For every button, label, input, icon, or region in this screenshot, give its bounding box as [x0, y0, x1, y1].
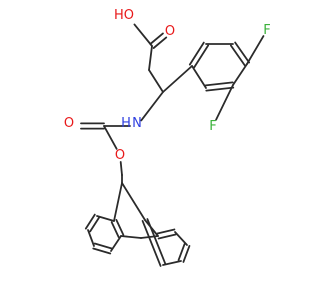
bond-layer [80, 23, 265, 267]
bond-a3-a4 [87, 229, 95, 247]
bond-a5-a6 [110, 235, 122, 252]
bond-a21-a22 [148, 69, 164, 93]
nitrogen-label: N [132, 116, 142, 131]
bond-a6-a7 [120, 235, 142, 239]
bond-a31-a32-line-1 [204, 81, 234, 87]
bond-a10-a11-line-2 [182, 245, 191, 263]
acid-carbonyl-oxygen-label: O [165, 24, 175, 39]
bond-a9-a10 [174, 231, 188, 246]
nitrogen-hydrogen-label: H [121, 116, 131, 131]
bond-a2-a3-line-1 [84, 213, 96, 230]
bond-a21-a26 [162, 65, 193, 93]
bond-a28-a29-line-1 [229, 44, 246, 67]
bond-a8-a9-line-2 [156, 228, 176, 235]
bond-a31-a32-line-2 [205, 86, 235, 92]
bond-a10-a11-line-1 [177, 243, 186, 261]
bond-a28-a29-line-2 [234, 41, 251, 64]
bond-a23-a24-line-1 [152, 36, 168, 49]
carbamate-ester-oxygen-label: O [115, 148, 125, 163]
bond-a32-a26 [191, 65, 207, 89]
bond-a23-a25 [133, 23, 153, 47]
bond-a4-a5-line-2 [93, 242, 113, 250]
ortho-fluorine-label: F [209, 119, 216, 134]
bond-a29-a30 [246, 35, 265, 65]
bond-a6-a1-line-2 [110, 221, 120, 238]
bond-a26-a27-line-1 [193, 44, 210, 69]
bond-a6-a1-line-1 [115, 219, 125, 236]
bond-a17-a18 [103, 125, 118, 150]
bond-a16-a17 [119, 161, 123, 176]
bond-a22-a23 [148, 45, 153, 71]
bond-a4-a5-line-1 [92, 247, 112, 255]
bond-a31-a33 [215, 84, 234, 121]
molecule-structure: HO O N H O O F F [64, 8, 271, 267]
carbamate-carbonyl-oxygen-label: O [64, 116, 74, 131]
bond-a23-a24-line-2 [149, 32, 164, 45]
bond-a13-a8 [144, 219, 159, 237]
bond-a20-a21 [140, 91, 164, 122]
para-fluorine-label: F [263, 23, 270, 38]
bond-a13-a14 [121, 182, 146, 221]
bond-a26-a27-line-2 [188, 41, 205, 66]
bond-a29-a31 [232, 63, 248, 86]
bond-a14-a1 [113, 182, 123, 222]
atom-label-layer: HO O N H O O F F [64, 8, 271, 163]
bond-a12-a13-line-2 [141, 220, 162, 267]
hydroxyl-label: HO [114, 8, 134, 23]
bond-a8-a9-line-1 [157, 233, 177, 240]
bond-a2-a3-line-2 [89, 216, 101, 233]
